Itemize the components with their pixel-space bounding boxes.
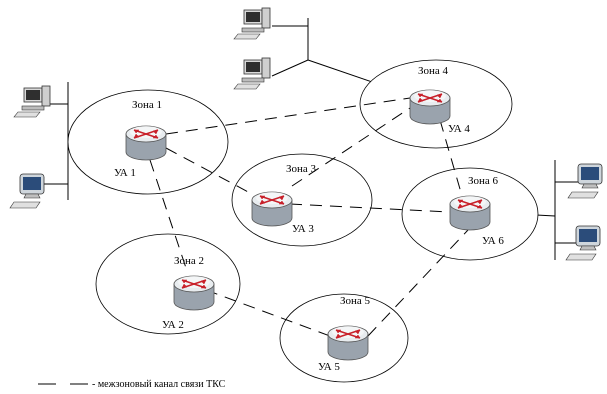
computer-icon: [13, 85, 51, 118]
link-z5-z6: [367, 229, 469, 337]
node-label-4: УА 4: [448, 123, 470, 135]
inter-zone-links: [149, 97, 469, 337]
link-z4-z6: [439, 119, 463, 197]
computer-icon: [567, 163, 603, 199]
router-icon-ua1: [125, 125, 167, 161]
link-z3-z6: [289, 203, 451, 213]
router-icon-ua5: [327, 325, 369, 361]
node-label-1: УА 1: [114, 167, 136, 179]
node-label-5: УА 5: [318, 361, 340, 373]
legend-text: - межзоновый канал связи ТКС: [92, 379, 226, 390]
zone-label-5: Зона 5: [340, 295, 371, 307]
computer-icon: [233, 7, 271, 40]
computer-icon: [233, 57, 271, 90]
link-z1-z3: [165, 147, 253, 195]
host-link: [271, 59, 309, 77]
zone-label-6: Зона 6: [468, 175, 499, 187]
router-icon-ua2: [173, 275, 215, 311]
router-icon-ua3: [251, 191, 293, 227]
zone-label-3: Зона 3: [286, 163, 317, 175]
link-z3-z4: [291, 107, 411, 187]
node-label-3: УА 3: [292, 223, 314, 235]
node-label-2: УА 2: [162, 319, 184, 331]
zone-label-1: Зона 1: [132, 99, 162, 111]
router-icon-ua4: [409, 89, 451, 125]
link-z1-z4: [165, 97, 411, 135]
zone-label-2: Зона 2: [174, 255, 204, 267]
legend: - межзоновый канал связи ТКС: [38, 379, 226, 390]
link-z2-z5: [205, 289, 331, 337]
node-label-6: УА 6: [482, 235, 504, 247]
router-icon-ua6: [449, 195, 491, 231]
zone-label-4: Зона 4: [418, 65, 449, 77]
computer-icon: [9, 173, 45, 209]
